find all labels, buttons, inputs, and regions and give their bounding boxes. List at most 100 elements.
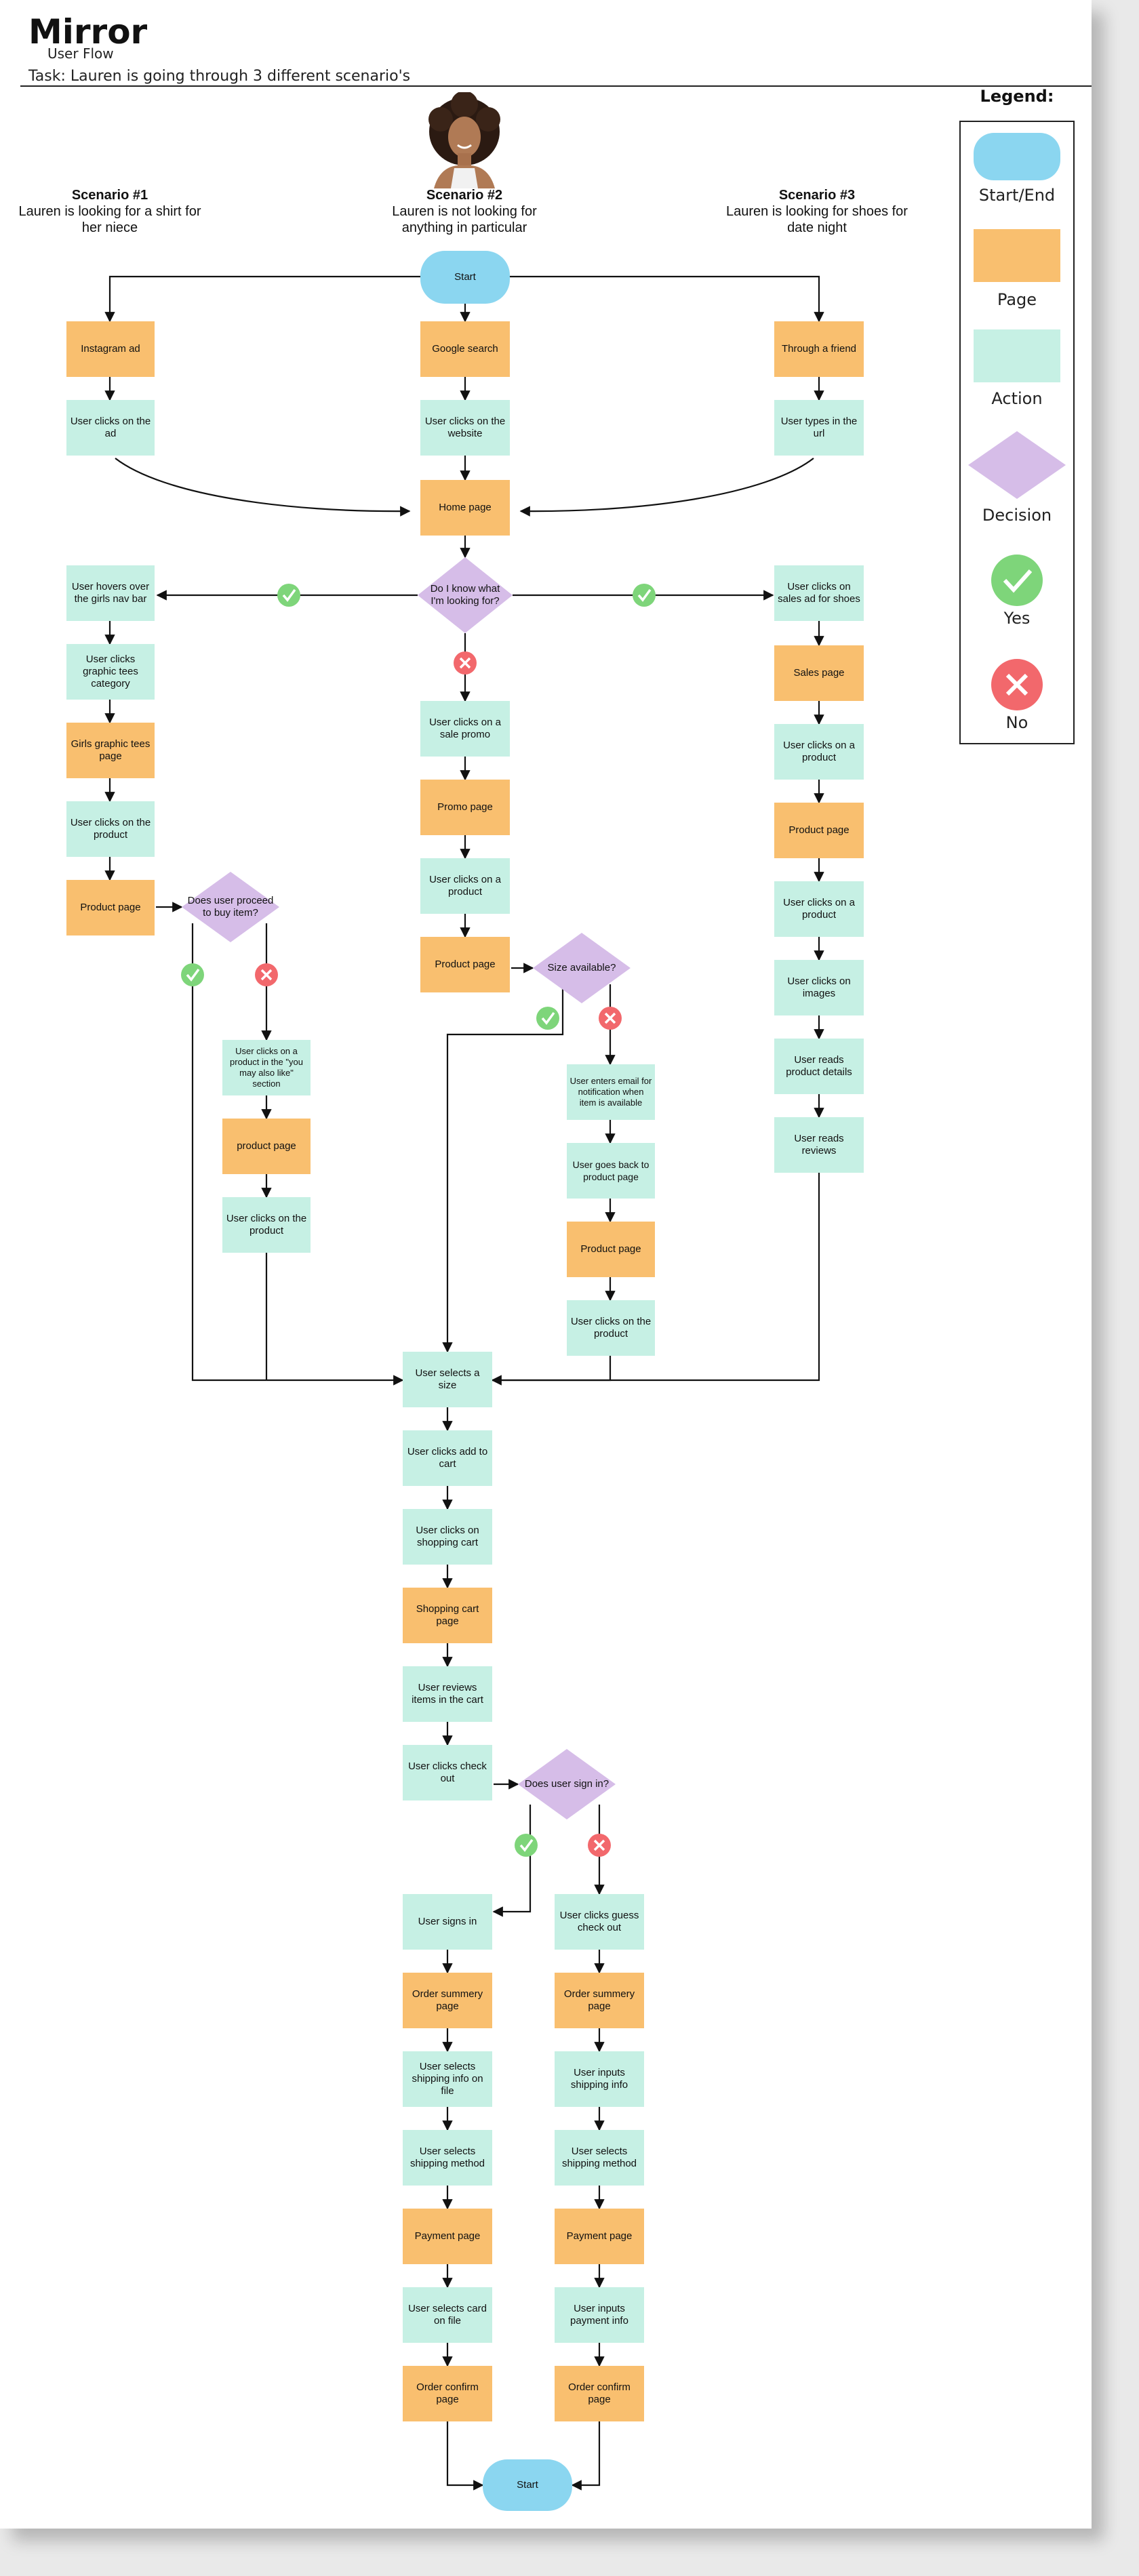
node-guest-order-summary: Order summery page: [555, 1973, 644, 2028]
node-selects-size: User selects a size: [403, 1352, 492, 1407]
node-instagram-ad: Instagram ad: [66, 321, 155, 377]
node-email-notify: User enters email for notification when …: [567, 1064, 655, 1120]
node-promo-page: Promo page: [420, 780, 510, 835]
node-home-page: Home page: [420, 480, 510, 536]
node-inputs-shipping: User inputs shipping info: [555, 2051, 644, 2107]
node-clicks-graphic: User clicks graphic tees category: [66, 644, 155, 700]
node-reviews-items: User reviews items in the cart: [403, 1666, 492, 1722]
node-google-search: Google search: [420, 321, 510, 377]
node-s1-product-page2: product page: [222, 1119, 311, 1174]
node-card-file: User selects card on file: [403, 2287, 492, 2343]
scenario-3-desc: Lauren is looking for shoes for date nig…: [726, 204, 908, 235]
decision-size: [533, 933, 631, 1003]
node-goes-back: User goes back to product page: [567, 1143, 655, 1199]
decision-buy: [182, 872, 279, 942]
legend-decision-shape: [968, 431, 1066, 499]
node-girls-page: Girls graphic tees page: [66, 723, 155, 778]
node-also-like: User clicks on a product in the "you may…: [222, 1040, 311, 1095]
node-clicks-ad: User clicks on the ad: [66, 400, 155, 456]
header-divider: [20, 85, 1092, 87]
node-cart-page: Shopping cart page: [403, 1588, 492, 1643]
scenario-1: Scenario #1 Lauren is looking for a shir…: [15, 187, 205, 236]
node-s2-product-page: Product page: [420, 937, 510, 992]
decision-buy-label: Does user proceed to buy item?: [187, 895, 274, 919]
start-node: Start: [420, 251, 510, 304]
scenario-3-title: Scenario #3: [778, 188, 856, 203]
yes-badges: [181, 584, 656, 1857]
node-s1-product-page: Product page: [66, 880, 155, 935]
flowchart-sheet: Mirror User Flow Task: Lauren is going t…: [0, 0, 1092, 2529]
node-reads-details: User reads product details: [774, 1039, 864, 1094]
legend-label-action: Action: [991, 389, 1043, 408]
node-inputs-payment: User inputs payment info: [555, 2287, 644, 2343]
decision-know: [418, 557, 513, 633]
node-s3-clicks-product: User clicks on a product: [774, 724, 864, 780]
node-s1-clicks-product: User clicks on the product: [66, 801, 155, 857]
node-reads-reviews: User reads reviews: [774, 1117, 864, 1173]
edge-start-s3: [510, 275, 824, 323]
legend-box: [959, 121, 1075, 744]
node-types-url: User types in the url: [774, 400, 864, 456]
e35: [492, 1805, 532, 1917]
scenario-1-desc: Lauren is looking for a shirt for her ni…: [18, 204, 201, 235]
node-guest-shipping-method: User selects shipping method: [555, 2130, 644, 2186]
node-sales-ad: User clicks on sales ad for shoes: [774, 565, 864, 621]
node-signed-payment: Payment page: [403, 2209, 492, 2264]
node-signed-shipping-method: User selects shipping method: [403, 2130, 492, 2186]
page-subtitle: User Flow: [47, 45, 114, 62]
node-s2-clicks-product2: User clicks on the product: [567, 1300, 655, 1356]
node-shopping-cart: User clicks on shopping cart: [403, 1509, 492, 1565]
legend-yes-icon: [991, 555, 1043, 606]
task-description: Task: Lauren is going through 3 differen…: [28, 68, 411, 85]
node-signed-order-summary: Order summery page: [403, 1973, 492, 2028]
decision-know-label: Do I know what I'm looking for?: [430, 583, 500, 607]
e27: [492, 1356, 612, 1382]
legend-page-shape: [974, 229, 1060, 282]
node-signed-confirm: Order confirm page: [403, 2366, 492, 2421]
connectors-layer: [104, 133, 1066, 2491]
edge-s3-home: [519, 458, 814, 517]
decision-signin-label: Does user sign in?: [524, 1778, 610, 1790]
scenario-2: Scenario #2 Lauren is not looking for an…: [369, 187, 559, 236]
edge-s1-home: [115, 458, 411, 517]
node-hovers-nav: User hovers over the girls nav bar: [66, 565, 155, 621]
node-s1-clicks-product2: User clicks on the product: [222, 1197, 311, 1253]
no-badges: [255, 651, 622, 1857]
node-guest-confirm: Order confirm page: [555, 2366, 644, 2421]
node-s3-clicks-product2: User clicks on a product: [774, 881, 864, 937]
legend-label-no: No: [1005, 713, 1028, 732]
node-s2-clicks-product: User clicks on a product: [420, 858, 510, 914]
node-clicks-website: User clicks on the website: [420, 400, 510, 456]
edge-start-s1: [104, 275, 420, 323]
end-node: Start: [483, 2459, 572, 2511]
node-clicks-images: User clicks on images: [774, 960, 864, 1015]
e26: [191, 923, 404, 1386]
node-guest-payment: Payment page: [555, 2209, 644, 2264]
node-guest-checkout: User clicks guess check out: [555, 1894, 644, 1950]
node-shipping-file: User selects shipping info on file: [403, 2051, 492, 2107]
node-signs-in: User signs in: [403, 1894, 492, 1950]
e17: [442, 984, 564, 1353]
node-through-friend: Through a friend: [774, 321, 864, 377]
legend-start-end-shape: [974, 133, 1060, 180]
scenario-2-title: Scenario #2: [426, 188, 503, 203]
decision-signin: [518, 1749, 616, 1819]
scenario-3: Scenario #3 Lauren is looking for shoes …: [722, 187, 912, 236]
node-add-cart: User clicks add to cart: [403, 1430, 492, 1486]
node-check-out: User clicks check out: [403, 1745, 492, 1800]
legend-label-yes: Yes: [1003, 609, 1031, 628]
legend-title: Legend:: [980, 87, 1054, 106]
app-title: Mirror: [28, 12, 148, 52]
e50: [571, 2421, 601, 2491]
legend-label-page: Page: [997, 290, 1037, 309]
persona-avatar: [428, 92, 500, 188]
legend-label-start-end: Start/End: [978, 186, 1056, 205]
decision-size-label: Size available?: [547, 962, 616, 973]
node-s2-product-page2: Product page: [567, 1222, 655, 1277]
e25: [491, 1173, 820, 1386]
node-s3-product-page: Product page: [774, 803, 864, 858]
legend-action-shape: [974, 329, 1060, 382]
scenario-2-desc: Lauren is not looking for anything in pa…: [392, 204, 537, 235]
scenario-1-title: Scenario #1: [71, 188, 148, 203]
e49: [446, 2421, 484, 2491]
